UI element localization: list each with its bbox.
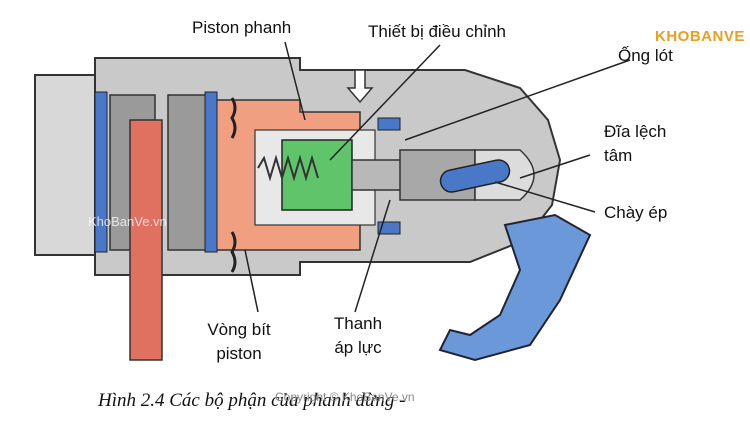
label-eccentric-1: Đĩa lệch bbox=[604, 122, 667, 141]
leader-rod bbox=[354, 199, 391, 313]
leader-adjuster bbox=[329, 44, 441, 161]
label-rod-1: Thanh bbox=[333, 314, 383, 333]
sleeve-ring-top bbox=[377, 117, 401, 131]
caliper-left-arm bbox=[34, 74, 96, 256]
piston-seal-top bbox=[230, 97, 237, 139]
copyright-text: Copyright © KhoBanVe.vn bbox=[275, 390, 415, 404]
brake-disc bbox=[129, 119, 163, 361]
label-push-pin: Chày ép bbox=[604, 203, 668, 222]
pad-backing-left bbox=[94, 91, 108, 253]
label-seal-1: Vòng bít bbox=[207, 320, 271, 339]
label-eccentric-2: tâm bbox=[604, 146, 633, 165]
brand-logo: KHOBANVE bbox=[655, 28, 745, 45]
leader-seal bbox=[244, 249, 259, 313]
brake-pad-right bbox=[167, 94, 209, 251]
piston-seal-bottom bbox=[230, 231, 237, 273]
watermark: KhoBanVe.vn bbox=[88, 214, 167, 229]
label-sleeve: Ống lót bbox=[618, 46, 673, 65]
push-pin bbox=[439, 159, 511, 193]
label-rod-2: áp lực bbox=[334, 338, 382, 357]
label-piston: Piston phanh bbox=[192, 18, 292, 37]
label-seal-2: piston bbox=[216, 344, 262, 363]
figure-caption: Hình 2.4 Các bộ phận của phanh dừng - bbox=[98, 390, 406, 411]
leader-sleeve bbox=[404, 59, 631, 141]
leader-eccentric bbox=[519, 154, 591, 179]
parking-lever bbox=[438, 213, 592, 362]
pad-backing-right bbox=[204, 91, 218, 253]
adjuster-spring bbox=[257, 154, 319, 182]
leader-lines bbox=[244, 41, 631, 313]
label-adjuster: Thiết bị điều chỉnh bbox=[368, 22, 506, 41]
leader-pushpin bbox=[494, 181, 596, 213]
logo-text: KHOBANVE bbox=[655, 28, 745, 45]
sleeve-ring-bottom bbox=[377, 221, 401, 235]
input-arrow-icon bbox=[346, 69, 374, 104]
leader-piston bbox=[284, 41, 306, 121]
